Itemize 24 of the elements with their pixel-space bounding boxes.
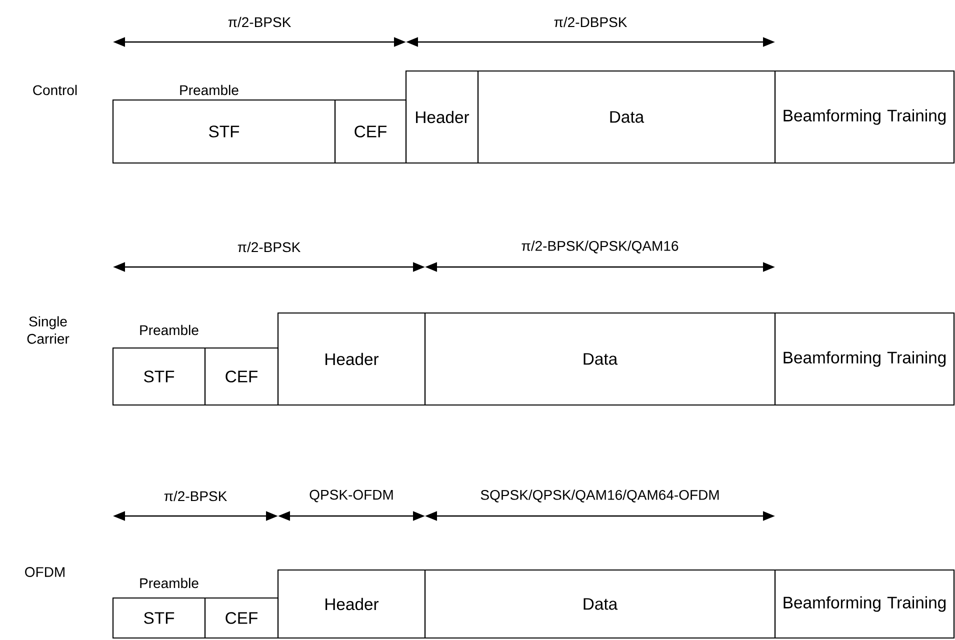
dimension-label: π/2-BPSK (228, 16, 292, 28)
field-box: Beamforming Training (774, 569, 955, 639)
field-box: Beamforming Training (774, 312, 955, 406)
field-box: STF (112, 99, 336, 164)
dimension-label: π/2-BPSK (238, 242, 301, 252)
field-box: STF (112, 597, 206, 639)
group-label: Preamble (140, 578, 198, 588)
field-box: Beamforming Training (774, 70, 955, 164)
dimension-label: QPSK-OFDM (310, 490, 393, 502)
field-box: Header (277, 312, 426, 406)
field-box: Data (477, 70, 776, 164)
dimension-label: π/2-BPSK/QPSK/QAM16 (522, 240, 678, 254)
field-box: Data (424, 569, 776, 639)
field-box: CEF (334, 99, 407, 164)
field-box: CEF (204, 347, 279, 406)
field-box: Header (405, 70, 479, 164)
dimension-label: π/2-DBPSK (554, 16, 628, 28)
field-box: CEF (204, 597, 279, 639)
field-box: Data (424, 312, 776, 406)
dimension-label: π/2-BPSK (164, 490, 228, 502)
field-box: Header (277, 569, 426, 639)
field-box: STF (112, 347, 206, 406)
dimension-label: SQPSK/QPSK/QAM16/QAM64-OFDM (480, 490, 719, 502)
group-label: Preamble (140, 324, 198, 336)
